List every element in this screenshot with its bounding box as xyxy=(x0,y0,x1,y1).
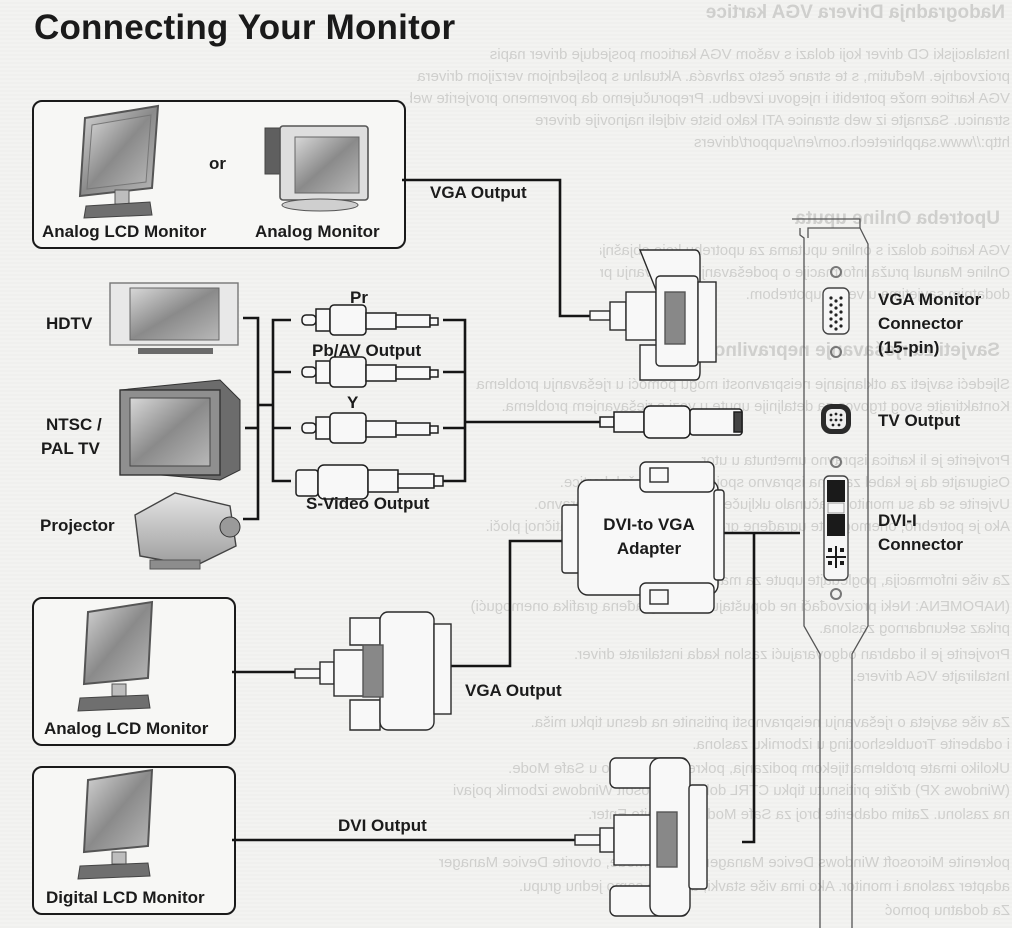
vga-plug-mid xyxy=(294,611,452,731)
hdtv-icon xyxy=(109,282,239,354)
digital-lcd-monitor-icon xyxy=(77,768,154,880)
rca-plugs xyxy=(295,304,743,500)
rca-plug-y xyxy=(301,412,439,444)
projector-label: Projector xyxy=(40,516,115,535)
mid-analog-lcd-monitor-icon xyxy=(77,600,154,712)
vga-connector-label-line2: Connector xyxy=(878,314,963,333)
ntsc-pal-tv-label-line2: PAL TV xyxy=(41,439,100,458)
analog-monitor-label: Analog Monitor xyxy=(255,222,380,241)
analog-lcd-monitor-label: Analog LCD Monitor xyxy=(42,222,207,241)
vga-plug-top xyxy=(589,249,717,381)
svideo-output-label: S-Video Output xyxy=(306,494,430,513)
page-title: Connecting Your Monitor xyxy=(34,8,456,47)
hdtv-label: HDTV xyxy=(46,314,93,333)
digital-lcd-monitor-label: Digital LCD Monitor xyxy=(46,888,205,907)
dvi-i-connector-label-line1: DVI-I xyxy=(878,511,917,530)
dvi-i-connector-label-line2: Connector xyxy=(878,535,963,554)
pr-label: Pr xyxy=(350,288,368,307)
svideo-plug xyxy=(295,464,444,500)
vga-connector-label-line1: VGA Monitor xyxy=(878,290,982,309)
y-label: Y xyxy=(347,393,359,412)
or-label: or xyxy=(209,154,226,173)
graphics-card-bracket xyxy=(792,218,869,928)
cable-lines xyxy=(232,178,800,844)
dvi-to-vga-adapter xyxy=(561,461,725,614)
dvi-to-vga-adapter-label-line1: DVI-to VGA xyxy=(603,515,695,534)
crt-tv-icon xyxy=(119,379,241,481)
vga-connector-label-line3: (15-pin) xyxy=(878,338,940,357)
dvi-plug-bottom xyxy=(574,757,708,917)
vga-cable-top xyxy=(402,178,590,318)
rca-plug-pb xyxy=(301,356,439,388)
rca-plug-pr xyxy=(301,304,439,336)
dvi-i-connector xyxy=(823,456,849,600)
mid-analog-lcd-monitor-label: Analog LCD Monitor xyxy=(44,719,209,738)
tv-output-connector xyxy=(821,404,851,434)
tv-devices-bus xyxy=(243,316,260,521)
dvi-output-label: DVI Output xyxy=(338,816,427,835)
projector-icon xyxy=(134,492,241,570)
vga-cable-mid-right xyxy=(451,539,562,668)
tv-output-plug xyxy=(599,405,743,439)
vga-monitor-connector xyxy=(822,266,850,358)
analog-lcd-monitor-icon xyxy=(78,104,160,219)
dvi-cable-right xyxy=(742,533,756,844)
analog-crt-monitor-icon xyxy=(264,125,369,212)
ntsc-pal-tv-label-line1: NTSC / xyxy=(46,415,102,434)
vga-output-top-label: VGA Output xyxy=(430,183,527,202)
dvi-to-vga-adapter-label-line2: Adapter xyxy=(616,539,682,558)
pb-av-output-label: Pb/AV Output xyxy=(312,341,422,360)
tv-output-label: TV Output xyxy=(878,411,961,430)
vga-output-mid-label: VGA Output xyxy=(465,681,562,700)
